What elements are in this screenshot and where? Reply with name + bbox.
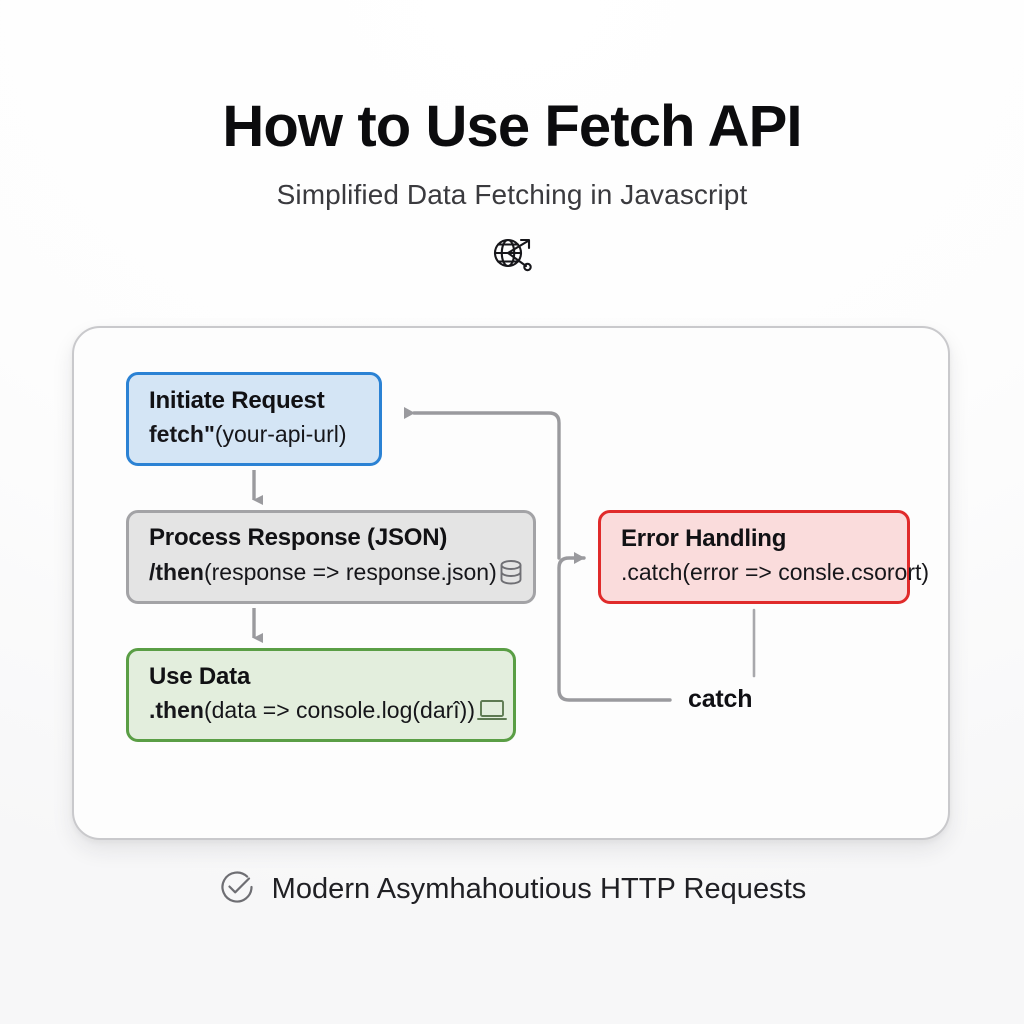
catch-label: catch [688, 685, 753, 713]
footer: Modern Asymhahoutious HTTP Requests [0, 868, 1024, 911]
node-title: Error Handling [621, 525, 787, 553]
node-code-keyword: fetch" [149, 421, 215, 448]
laptop-icon [476, 697, 508, 725]
node-code-keyword: /then [149, 559, 204, 586]
node-code-rest: (your-api-url) [214, 421, 347, 448]
page-title: How to Use Fetch API [222, 94, 802, 159]
header-icon-wrap [0, 229, 1024, 282]
node-title: Initiate Request [149, 387, 325, 415]
page-subtitle: Simplified Data Fetching in Javascript [276, 179, 748, 211]
node-code-rest: (response => response.json) [203, 559, 497, 586]
node-code-rest: .catch(error => consle.csorort) [621, 559, 930, 586]
node-code-rest: (data => console.log(darî)) [203, 697, 475, 724]
node-code-keyword: .then [149, 697, 204, 724]
globe-network-icon [488, 229, 536, 282]
node-process-response[interactable]: Process Response (JSON) /then(response =… [126, 510, 536, 604]
database-icon [498, 558, 524, 588]
header: How to Use Fetch API Simplified Data Fet… [0, 0, 1024, 282]
diagram-card: Initiate Request fetch"(your-api-url) Pr… [72, 326, 950, 840]
node-code: /then(response => response.json) [149, 558, 522, 588]
check-circle-icon [218, 868, 256, 911]
node-title: Use Data [149, 662, 251, 690]
node-error-handling[interactable]: Error Handling .catch(error => consle.cs… [598, 510, 929, 604]
node-code: .catch(error => consle.csorort) [621, 559, 929, 587]
footer-text: Modern Asymhahoutious HTTP Requests [271, 873, 807, 905]
node-use-data[interactable]: Use Data .then(data => console.log(darî)… [126, 648, 516, 742]
node-code: .then(data => console.log(darî)) [149, 697, 507, 725]
node-title: Process Response (JSON) [149, 523, 448, 551]
node-code: fetch"(your-api-url) [149, 421, 361, 449]
node-initiate-request[interactable]: Initiate Request fetch"(your-api-url) [126, 372, 382, 466]
